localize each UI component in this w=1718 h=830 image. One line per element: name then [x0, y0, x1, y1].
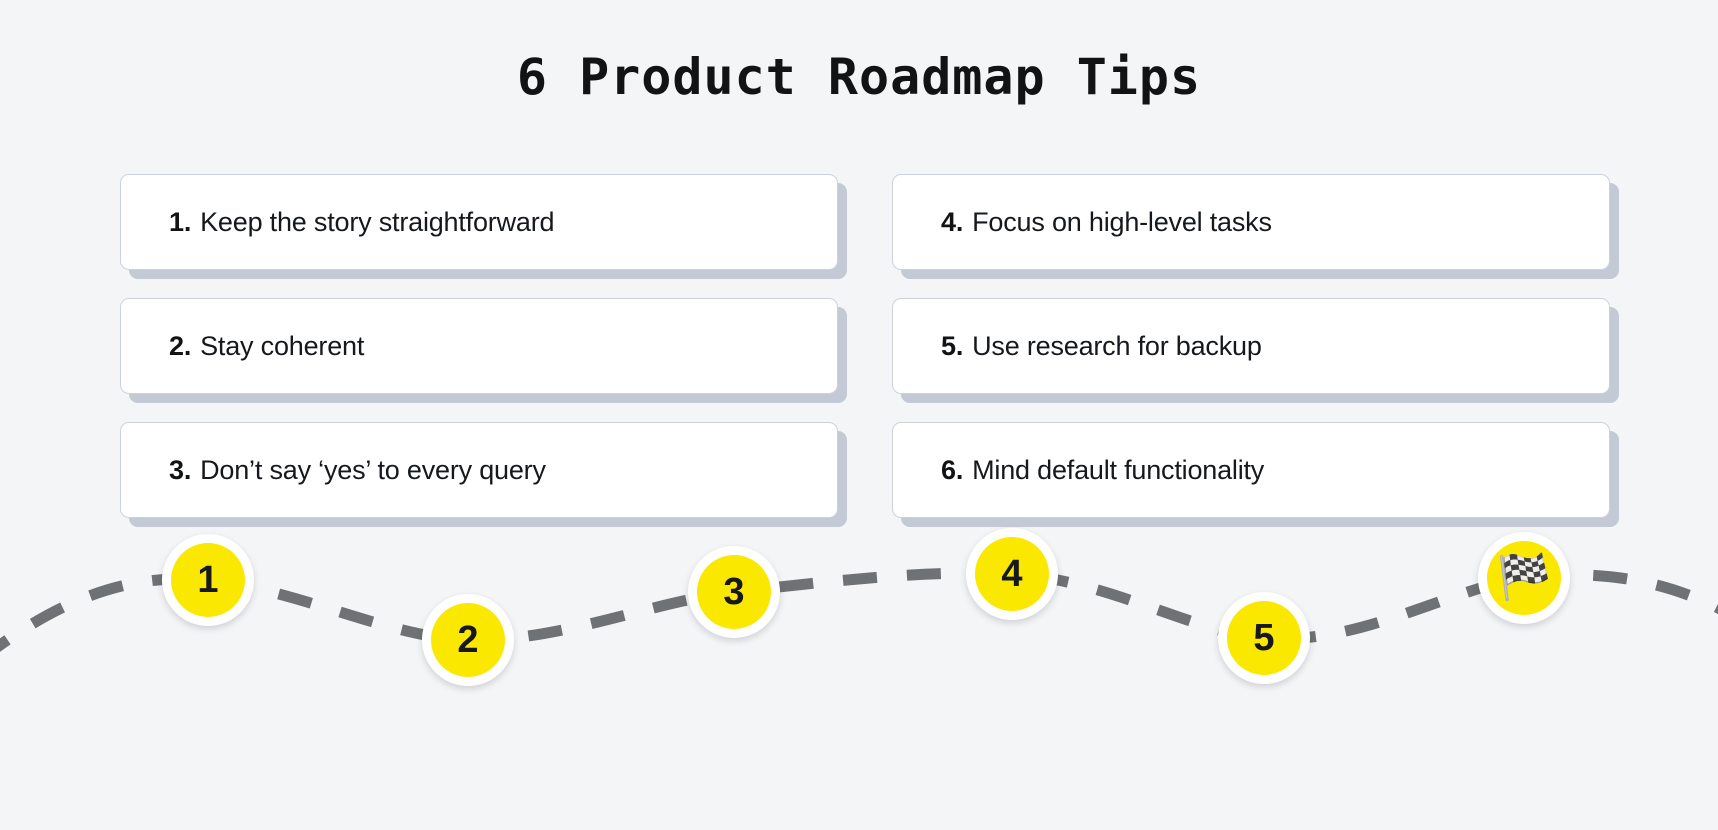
- roadmap-marker-5[interactable]: 5: [1218, 592, 1310, 684]
- roadmap-marker-1[interactable]: 1: [162, 534, 254, 626]
- marker-circle: 4: [975, 537, 1049, 611]
- page-title: 6 Product Roadmap Tips: [516, 48, 1202, 106]
- roadmap-timeline: 1 2 3 4 5 🏁: [0, 470, 1718, 830]
- tip-number: 5.: [941, 330, 964, 361]
- marker-label: 5: [1253, 617, 1275, 659]
- tip-card[interactable]: 6. Mind default functionality: [892, 422, 1610, 518]
- tip-card[interactable]: 1. Keep the story straightforward: [120, 174, 838, 270]
- tip-text: Stay coherent: [200, 330, 365, 361]
- tip-number: 6.: [941, 454, 964, 485]
- roadmap-marker-finish[interactable]: 🏁: [1478, 532, 1570, 624]
- roadmap-marker-2[interactable]: 2: [422, 594, 514, 686]
- marker-circle: 2: [431, 603, 505, 677]
- roadmap-dashed-path: [0, 567, 1718, 652]
- marker-label: 2: [457, 619, 479, 661]
- marker-circle: 5: [1227, 601, 1301, 675]
- tip-card[interactable]: 4. Focus on high-level tasks: [892, 174, 1610, 270]
- marker-circle: 🏁: [1487, 541, 1561, 615]
- tip-card[interactable]: 3. Don’t say ‘yes’ to every query: [120, 422, 838, 518]
- tip-card[interactable]: 2. Stay coherent: [120, 298, 838, 394]
- tip-text: Focus on high-level tasks: [972, 206, 1272, 237]
- tip-text: Don’t say ‘yes’ to every query: [200, 454, 546, 485]
- marker-circle: 3: [697, 555, 771, 629]
- roadmap-marker-4[interactable]: 4: [966, 528, 1058, 620]
- marker-label: 3: [723, 571, 745, 613]
- tip-number: 1.: [169, 206, 192, 237]
- tip-number: 4.: [941, 206, 964, 237]
- checkered-flag-icon: 🏁: [1496, 552, 1552, 603]
- tip-text: Keep the story straightforward: [200, 206, 555, 237]
- tips-card-grid: 1. Keep the story straightforward 4. Foc…: [120, 174, 1610, 518]
- marker-label: 4: [1001, 553, 1023, 595]
- tip-text: Mind default functionality: [972, 454, 1265, 485]
- tip-card[interactable]: 5. Use research for backup: [892, 298, 1610, 394]
- tip-number: 3.: [169, 454, 192, 485]
- marker-label: 1: [197, 559, 219, 601]
- tip-number: 2.: [169, 330, 192, 361]
- roadmap-marker-3[interactable]: 3: [688, 546, 780, 638]
- tip-text: Use research for backup: [972, 330, 1262, 361]
- marker-circle: 1: [171, 543, 245, 617]
